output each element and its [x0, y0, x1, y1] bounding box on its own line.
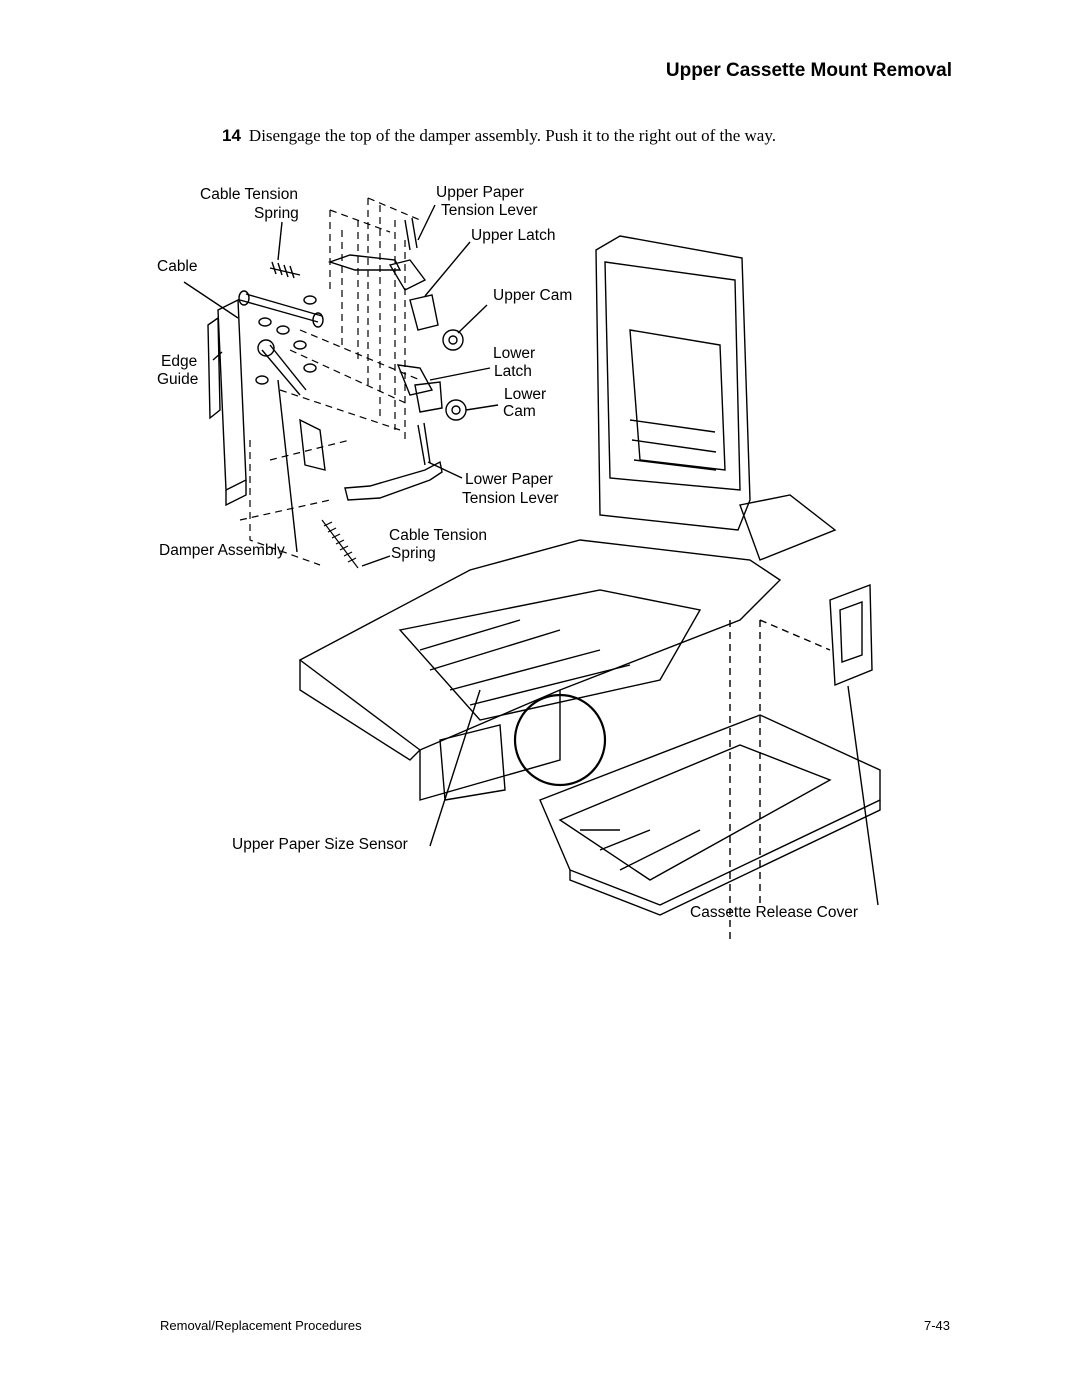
- label-cable-tension-spring-top-1: Cable Tension: [200, 186, 298, 203]
- label-cable-tension-spring-top-2: Spring: [254, 205, 299, 222]
- footer-page-number: 7-43: [923, 1318, 950, 1333]
- label-cable-tension-spring-bottom-2: Spring: [391, 545, 436, 562]
- label-edge-guide-2: Guide: [157, 371, 199, 388]
- label-lower-paper-tension-lever-2: Tension Lever: [462, 490, 559, 507]
- damper-arm-part: [258, 340, 325, 470]
- upper-latch-part: [390, 260, 463, 350]
- label-upper-latch: Upper Latch: [471, 227, 556, 244]
- label-cable-tension-spring-bottom-1: Cable Tension: [389, 527, 487, 544]
- cable-rollers-part: [239, 291, 323, 384]
- label-lower-latch-1: Lower: [493, 345, 536, 362]
- label-upper-paper-tension-lever-2: Tension Lever: [441, 202, 538, 219]
- spring-bottom-part: [322, 520, 358, 568]
- label-lower-latch-2: Latch: [494, 363, 532, 380]
- printer-body: [300, 236, 880, 940]
- label-upper-cam: Upper Cam: [493, 287, 573, 304]
- label-damper-assembly: Damper Assembly: [159, 542, 285, 559]
- label-upper-paper-size-sensor: Upper Paper Size Sensor: [232, 836, 408, 853]
- step-instruction: 14 Disengage the top of the damper assemb…: [222, 126, 982, 146]
- label-cable: Cable: [157, 258, 198, 275]
- page-title: Upper Cassette Mount Removal: [665, 60, 952, 81]
- label-cassette-release-cover: Cassette Release Cover: [690, 904, 858, 921]
- label-lower-cam-2: Cam: [503, 403, 536, 420]
- upper-tension-lever-part: [330, 218, 417, 270]
- label-lower-paper-tension-lever-1: Lower Paper: [465, 471, 553, 488]
- leader-lines: [184, 205, 878, 905]
- exploded-guide-lines: [240, 198, 420, 565]
- edge-guide-part: [208, 300, 246, 505]
- footer-section: Removal/Replacement Procedures: [160, 1318, 362, 1333]
- label-upper-paper-tension-lever-1: Upper Paper: [436, 184, 524, 201]
- step-text: Disengage the top of the damper assembly…: [248, 126, 776, 145]
- step-number: 14: [222, 126, 241, 145]
- spring-top-part: [270, 262, 300, 278]
- label-edge-guide-1: Edge: [161, 353, 198, 370]
- lower-tension-lever-part: [345, 423, 442, 500]
- label-lower-cam-1: Lower: [504, 386, 547, 403]
- lower-latch-part: [398, 365, 466, 420]
